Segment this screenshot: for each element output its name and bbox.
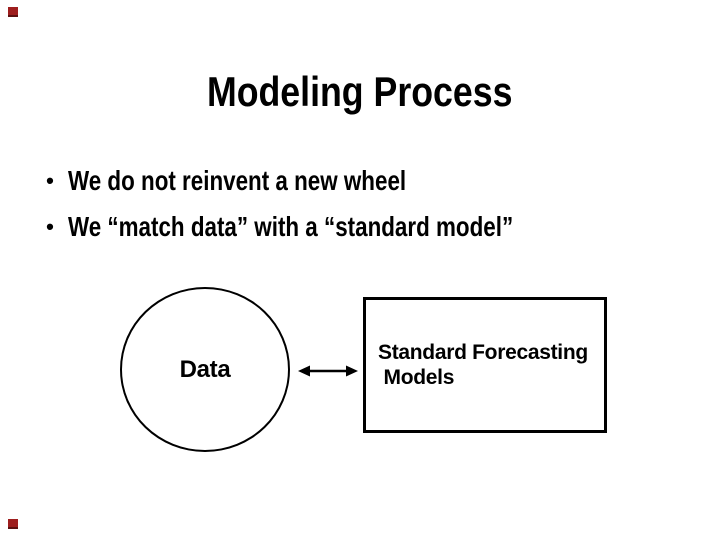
bullet-dot-icon: •	[46, 214, 54, 239]
data-circle-label: Data	[179, 355, 231, 383]
page-title: Modeling Process	[0, 68, 720, 116]
models-box-label-line2: Models	[378, 366, 455, 389]
bullet-item: • We do not reinvent a new wheel	[40, 158, 700, 204]
data-circle-shape: Data	[120, 287, 290, 452]
double-arrow-icon	[298, 365, 358, 377]
bullet-text: We “match data” with a “standard model”	[68, 211, 514, 242]
corner-marker-top-left-icon	[8, 7, 18, 17]
bullet-dot-icon: •	[46, 168, 54, 193]
bullet-list: • We do not reinvent a new wheel • We “m…	[40, 158, 700, 250]
bullet-item: • We “match data” with a “standard model…	[40, 204, 700, 250]
page-title-text: Modeling Process	[207, 68, 513, 115]
models-box-label-line1: Standard Forecasting	[378, 341, 588, 364]
models-box-shape: Standard Forecasting Models	[363, 297, 607, 433]
corner-marker-bottom-left-icon	[8, 519, 18, 529]
bullet-text: We do not reinvent a new wheel	[68, 165, 407, 196]
